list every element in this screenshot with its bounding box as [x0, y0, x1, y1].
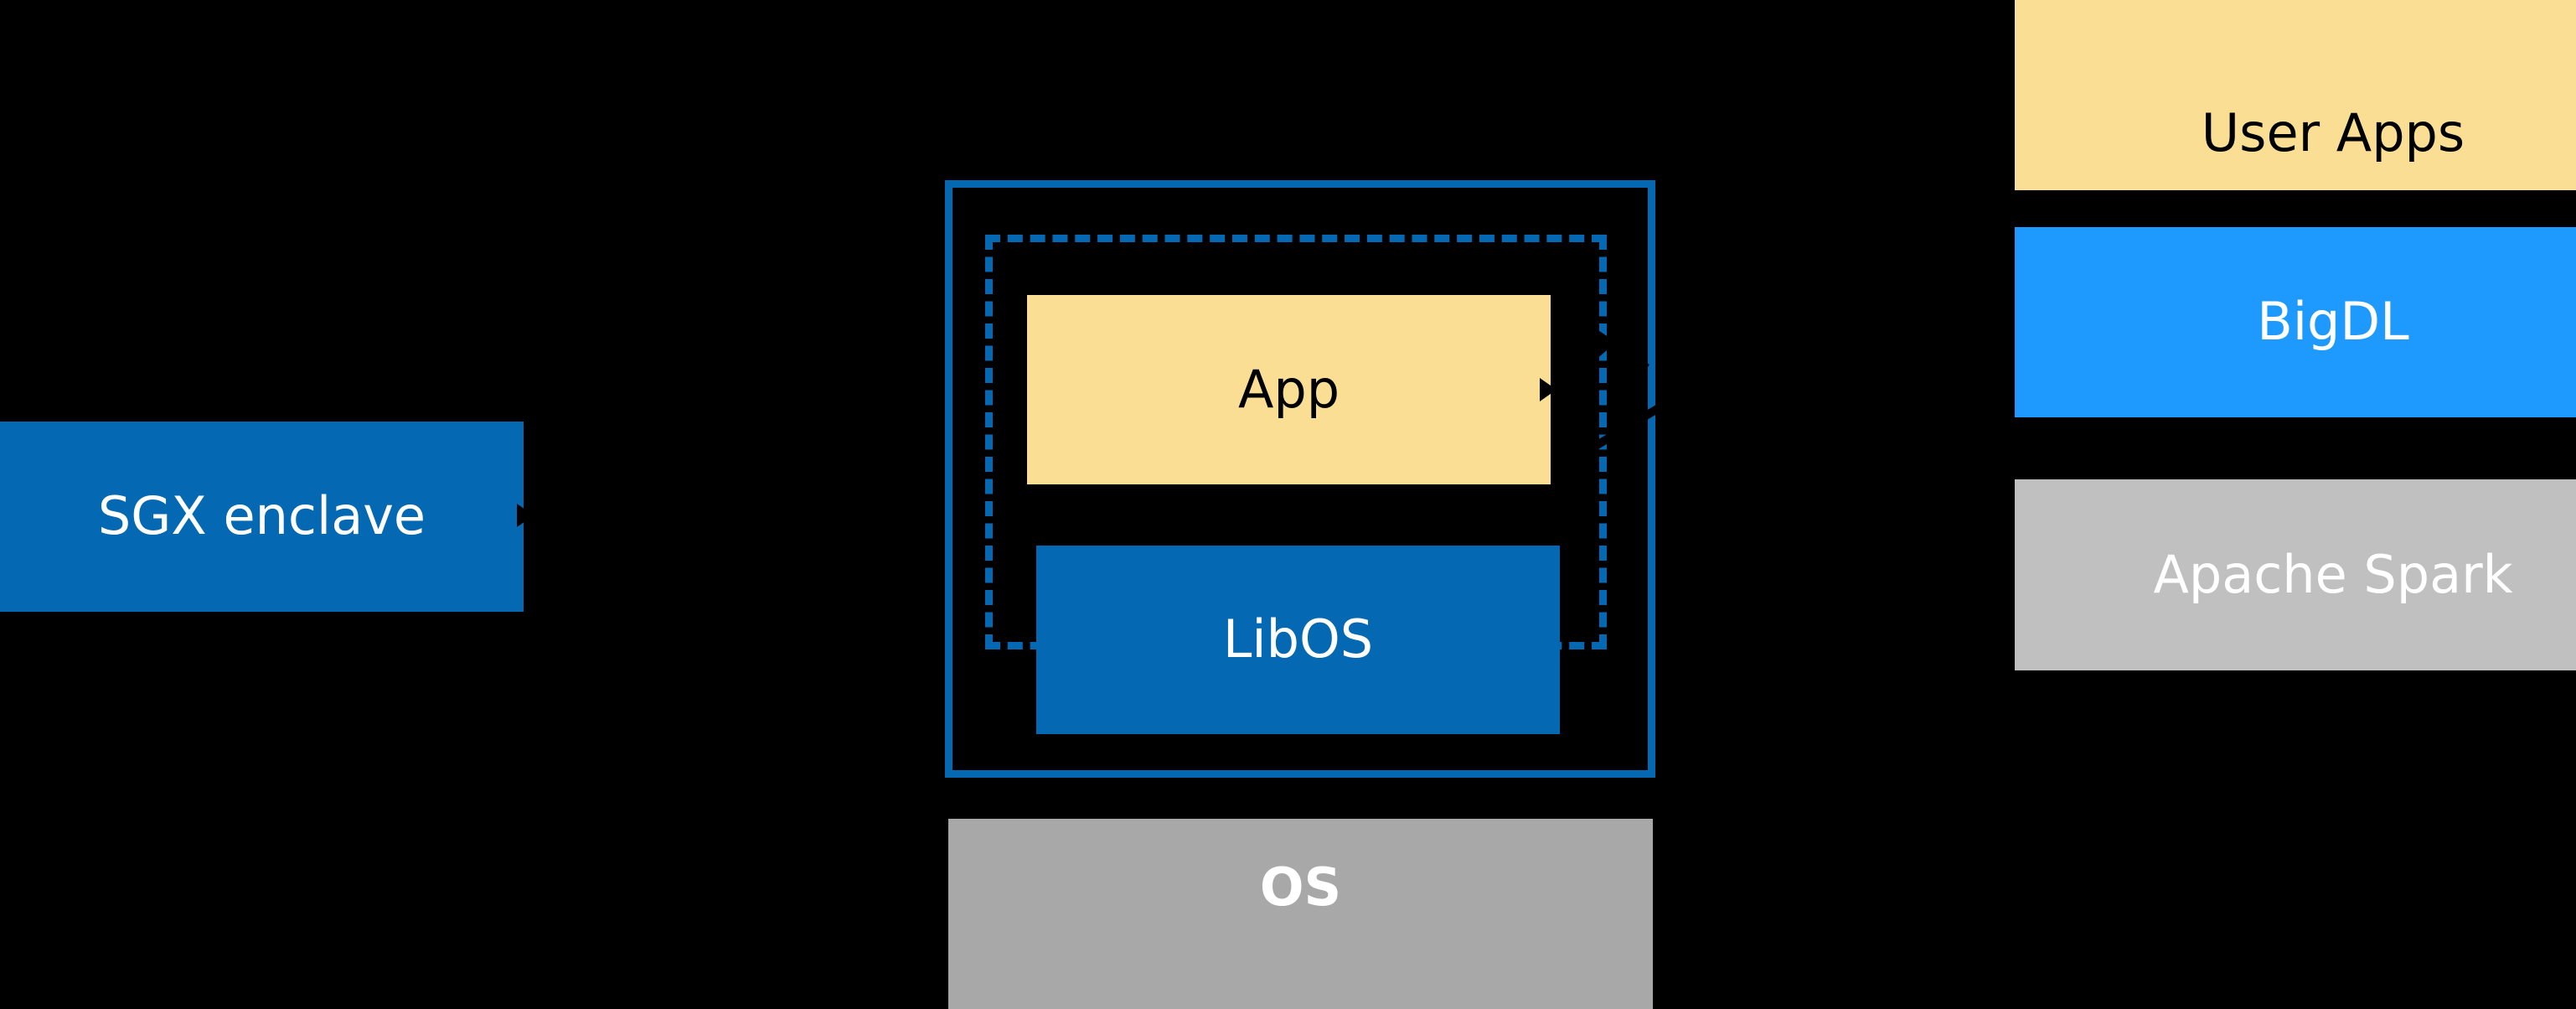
app-box[interactable]: App — [1027, 295, 1551, 484]
os-box[interactable]: OS — [948, 819, 1653, 1009]
bigdl-label: BigDL — [2257, 291, 2409, 353]
sgx-enclave-box[interactable]: SGX enclave — [0, 422, 524, 612]
user-apps-box[interactable]: User Apps — [2015, 0, 2576, 190]
bigdl-box[interactable]: BigDL — [2015, 227, 2576, 417]
libos-label: LibOS — [1222, 608, 1374, 670]
apache-spark-label: Apache Spark — [2153, 543, 2513, 605]
libos-box[interactable]: LibOS — [1036, 546, 1560, 734]
os-label: OS — [1259, 856, 1342, 918]
app-arrowhead-icon — [1540, 378, 1556, 401]
sgx-enclave-label: SGX enclave — [97, 485, 426, 547]
sgx-enclave-arrowhead-icon — [517, 504, 534, 527]
apache-spark-box[interactable]: Apache Spark — [2015, 479, 2576, 670]
enclave-outer-frame — [945, 180, 1655, 778]
app-label: App — [1237, 358, 1340, 420]
user-apps-label: User Apps — [2201, 101, 2465, 163]
